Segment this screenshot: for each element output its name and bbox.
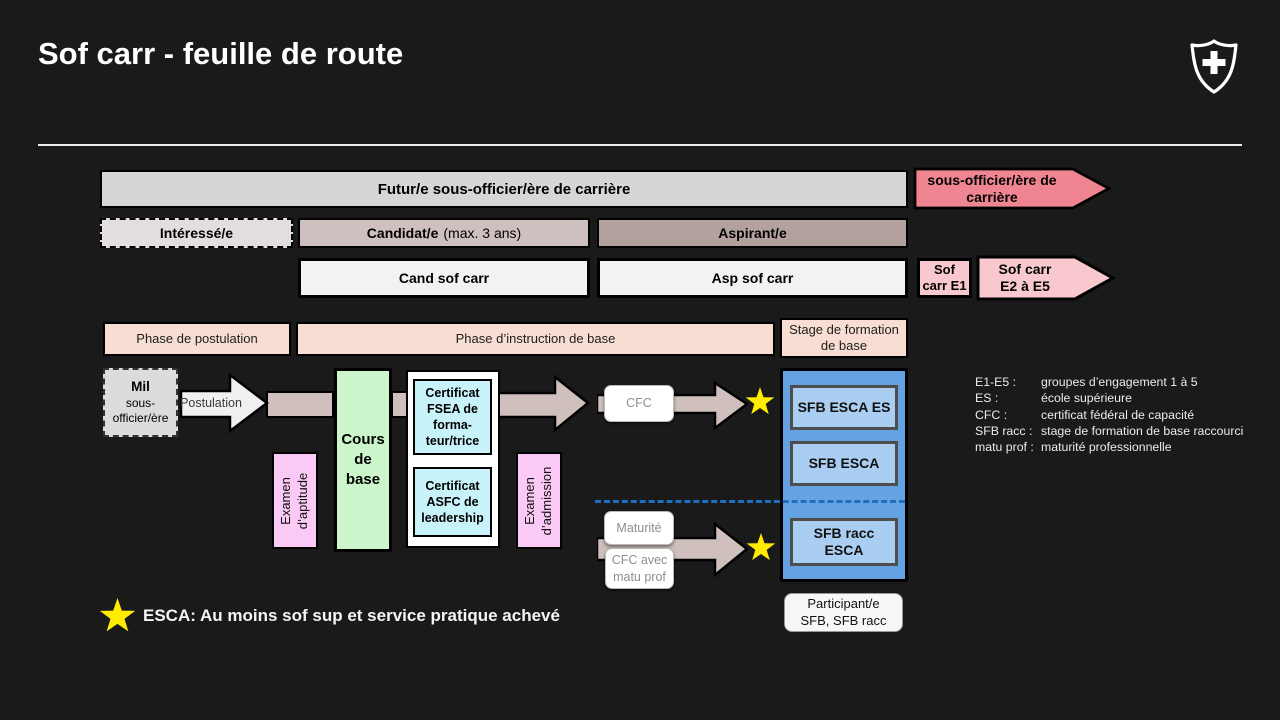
block-arrow-icon [498, 374, 590, 433]
arrow-sof-carr-e2-e5: Sof carr E2 à E5 [976, 255, 1116, 301]
box-mil-sous-officier: Mil sous- officier/ère [103, 368, 178, 437]
block-arrow-icon [180, 372, 270, 434]
legend-row: SFB racc : stage de formation de base ra… [975, 423, 1244, 438]
dashed-divider [595, 500, 905, 503]
legend-row: CFC : certificat fédéral de capacité [975, 407, 1195, 422]
box-cfc: CFC [604, 385, 674, 422]
box-certificat-asfc: Certificat ASFC de leadership [413, 467, 492, 537]
box-maturite: Maturité [604, 511, 674, 545]
bar-aspirant: Aspirant/e [597, 218, 908, 248]
bar-phase-instruction: Phase d’instruction de base [296, 322, 775, 356]
box-certificat-fsea: Certificat FSEA de forma- teur/trice [413, 379, 492, 455]
legend: E1-E5 : groupes d’engagement 1 à 5 ES : … [975, 374, 1250, 455]
box-sfb-esca: SFB ESCA [790, 441, 898, 486]
box-cours-de-base: Cours de base [334, 368, 392, 552]
bar-candidat: Candidat/e (max. 3 ans) [298, 218, 590, 248]
star-icon [745, 387, 775, 415]
box-cfc-matu-prof: CFC avec matu prof [605, 548, 674, 589]
arrow-sous-officier-carriere: sous-officier/ère de carrière [913, 167, 1111, 210]
pentagon-arrow-icon [913, 167, 1111, 210]
legend-row: ES : école supérieure [975, 391, 1132, 406]
page-title: Sof carr - feuille de route [38, 36, 404, 71]
swiss-shield-icon [1190, 39, 1238, 94]
star-icon [746, 533, 776, 561]
bar-stage-formation: Stage de formation de base [780, 318, 908, 358]
legend-row: E1-E5 : groupes d’engagement 1 à 5 [975, 375, 1198, 389]
box-interesse: Intéressé/e [100, 218, 293, 248]
box-sof-carr-e1: Sof carr E1 [917, 258, 972, 298]
box-sfb-esca-es: SFB ESCA ES [790, 385, 898, 430]
box-sfb-racc-esca: SFB racc ESCA [790, 518, 898, 566]
flow-band [266, 391, 334, 418]
container-sfb: SFB ESCA ES SFB ESCA SFB racc ESCA [780, 368, 908, 582]
bar-phase-postulation: Phase de postulation [103, 322, 291, 356]
arrow-postulation: Postulation [180, 372, 270, 434]
box-cand-sof-carr: Cand sof carr [298, 258, 590, 298]
arrow-to-cfc-track [498, 372, 594, 434]
legend-row: matu prof : maturité professionnelle [975, 440, 1172, 455]
container-certificats: Certificat FSEA de forma- teur/trice Cer… [406, 370, 500, 548]
footnote-text: ESCA: Au moins sof sup et service pratiq… [143, 606, 560, 625]
title-divider [38, 144, 1242, 146]
bar-futur-sous-officier: Futur/e sous-officier/ère de carrière [100, 170, 908, 208]
box-examen-aptitude: Examen d’aptitude [272, 452, 318, 549]
star-icon [99, 598, 136, 632]
pentagon-arrow-icon [976, 255, 1116, 301]
box-examen-admission: Examen d’admission [516, 452, 562, 549]
box-asp-sof-carr: Asp sof carr [597, 258, 908, 298]
box-participant: Participant/e SFB, SFB racc [784, 593, 903, 632]
